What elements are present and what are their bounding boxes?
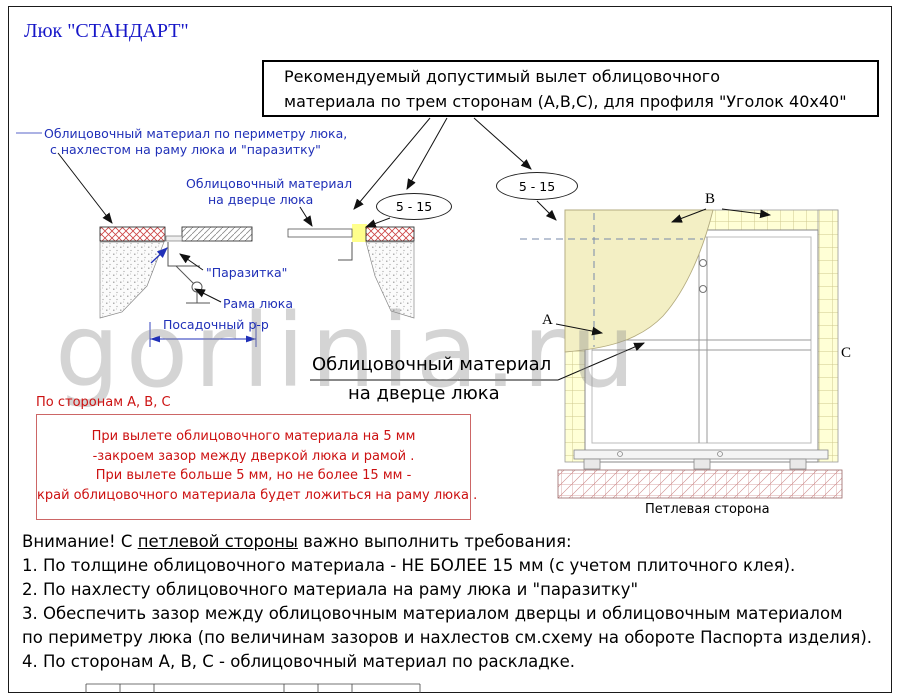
callout-door-material: Облицовочный материал на дверце люка [186,176,352,207]
title-block-fragment [85,683,421,693]
door-material-label-line1: Облицовочный материал [312,354,552,375]
side-letter-a: А [542,312,553,328]
requirement-item-2: 2. По нахлесту облицовочного материала н… [22,580,639,599]
perimeter-tile-strip [99,226,166,242]
requirement-item-3-line2: по периметру люка (по величинам зазоров … [22,628,872,647]
page-border [8,6,892,693]
callout-door-line2: на дверце люка [208,191,314,207]
requirements-intro-suffix: важно выполнить требования: [297,532,572,551]
requirement-item-3-line1: 3. Обеспечить зазор между облицовочным м… [22,604,843,623]
door-material-label-line2: на дверце люка [348,383,500,404]
hidden-edges-dashed [520,213,703,347]
callout-parazitka: "Паразитка" [206,265,288,280]
offset-callout-right: 5 - 15 [496,172,578,200]
red-note-line2: -закроем зазор между дверкой люка и рамо… [92,448,415,464]
offset-value-right: 5 - 15 [518,178,556,194]
left-cross-section [99,226,257,347]
offset-value-left: 5 - 15 [395,199,433,214]
red-note-box: При вылете облицовочного материала на 5 … [36,414,478,520]
side-letter-c: С [841,345,852,361]
red-note-line3: При вылете больше 5 мм, но не более 15 м… [95,468,412,483]
door-tile-strip [181,226,253,242]
hinge-side-wall-strip [557,469,843,499]
recommendation-line1: Рекомендуемый допустимый вылет облицовоч… [284,67,720,86]
callout-perimeter-line2: с нахлестом на раму люка и "паразитку" [50,141,321,157]
overhang-highlight [352,224,367,242]
wall-hatch [99,241,165,319]
requirement-item-1: 1. По толщине облицовочного материала - … [22,556,796,575]
callout-perimeter-line1: Облицовочный материал по периметру люка, [44,126,348,141]
offset-callout-left: 5 - 15 [376,193,452,220]
page-title: Люк "СТАНДАРТ" [24,20,189,42]
door-panel [584,229,819,463]
perimeter-tile-strip [365,226,415,242]
requirements-intro: Внимание! С петлевой стороны важно выпол… [22,530,872,554]
callout-perimeter-material: Облицовочный материал по периметру люка,… [44,126,347,157]
seat-dimension [149,322,257,347]
hinge-bar [573,449,829,470]
hinge-side-label: Петлевая сторона [645,502,770,517]
callout-door-line1: Облицовочный материал [186,176,353,191]
recommendation-line2: материала по трем сторонам (А,В,С), для … [284,92,847,111]
red-note-line4: край облицовочного материала будет ложит… [37,487,478,503]
cladding-blob [564,209,714,353]
callout-seat-size: Посадочный р-р [163,317,269,332]
gap-arrow-blue [150,247,168,264]
requirements-block: Внимание! С петлевой стороны важно выпол… [22,530,872,674]
wall-hatch [365,241,415,319]
right-cross-section [287,224,415,319]
side-letter-b: В [705,191,716,207]
leader-lines [16,117,772,381]
recommendation-note-box: Рекомендуемый допустимый вылет облицовоч… [262,60,879,117]
red-note-heading: По сторонам А, В, С [36,395,171,410]
requirements-intro-prefix: Внимание! С [22,532,138,551]
requirements-intro-underlined: петлевой стороны [137,532,298,551]
requirement-item-4: 4. По сторонам А, В, С - облицовочный ма… [22,652,576,671]
callout-frame: Рама люка [223,296,293,311]
door-sheet [287,228,353,238]
red-note-line1: При вылете облицовочного материала на 5 … [91,429,416,444]
red-note-text: При вылете облицовочного материала на 5 … [37,415,478,505]
hatch-front-view [520,209,843,499]
